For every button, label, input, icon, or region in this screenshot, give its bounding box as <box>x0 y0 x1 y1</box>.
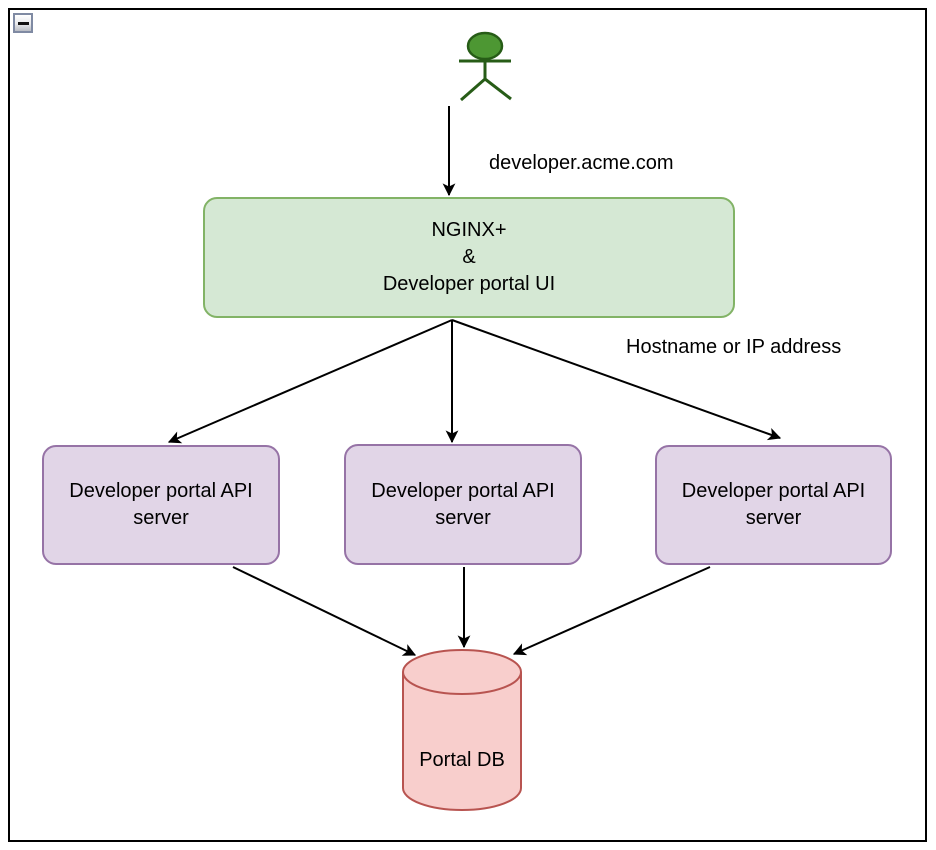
edge-gateway-to-api1 <box>167 319 453 444</box>
edge-gateway-to-api3 <box>451 319 782 441</box>
gateway-label-line1: NGINX+ <box>431 219 507 241</box>
db-cylinder[interactable] <box>402 649 522 811</box>
db-label: Portal DB <box>419 749 505 771</box>
db-cylinder-rim <box>402 671 522 695</box>
edge-label-request-domain: developer.acme.com <box>489 152 674 174</box>
api-server-1-label: Developer portal API server <box>69 480 253 529</box>
gateway-label-line2: & <box>462 246 476 268</box>
edge-label-hostname-routing: Hostname or IP address <box>626 336 842 358</box>
collapse-group-button[interactable] <box>13 13 33 33</box>
edge-api1-to-db <box>232 566 417 656</box>
node-api-server-1[interactable]: Developer portal API server <box>42 445 280 565</box>
gateway-label-line3: Developer portal UI <box>382 273 556 295</box>
api-server-2-label: Developer portal API server <box>371 479 555 529</box>
edge-api3-to-db <box>512 566 711 656</box>
node-nginx-gateway[interactable]: NGINX+ & Developer portal UI <box>203 197 735 318</box>
db-cylinder-body <box>402 649 522 811</box>
actor-leg-left <box>460 77 486 102</box>
node-api-server-3[interactable]: Developer portal API server <box>655 445 892 565</box>
minus-icon <box>17 21 29 25</box>
user-actor-icon[interactable] <box>459 31 512 102</box>
actor-head <box>466 31 504 61</box>
actor-leg-right <box>484 77 512 101</box>
api-server-3-label: Developer portal API server <box>681 480 866 529</box>
node-api-server-2[interactable]: Developer portal API server <box>344 444 582 565</box>
